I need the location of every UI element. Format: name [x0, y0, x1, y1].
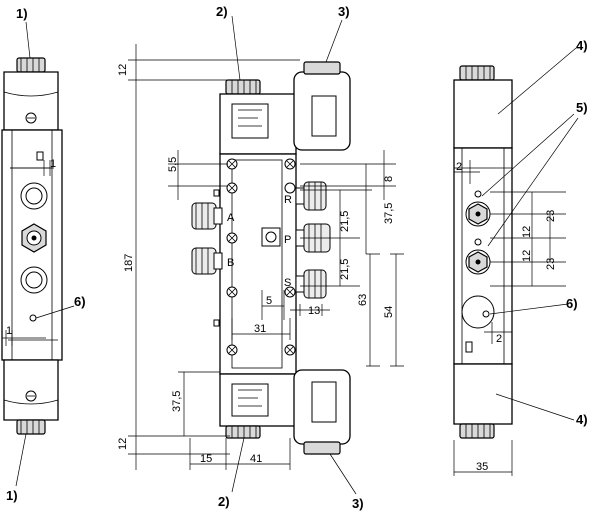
dim-center-21-5-b: 21,5	[339, 259, 351, 280]
dim-right-35: 35	[476, 461, 488, 473]
callout-center-top-2: 2)	[216, 4, 228, 19]
dim-center-12-bottom: 12	[117, 438, 129, 450]
port-label-p: P	[284, 234, 291, 246]
dim-center-41: 41	[250, 453, 262, 465]
callout-right-4-bottom: 4)	[576, 412, 588, 427]
dim-center-15: 15	[200, 453, 212, 465]
port-label-a: A	[227, 212, 235, 224]
callout-left-bottom: 1)	[6, 488, 18, 503]
callout-center-bottom-3: 3)	[352, 496, 364, 511]
right-side-view	[453, 47, 579, 476]
dim-center-37-5-left: 37,5	[171, 391, 183, 412]
port-label-s: S	[284, 277, 291, 289]
dim-center-187: 187	[123, 254, 135, 272]
dim-left-1-bottom: 1	[6, 325, 12, 337]
dim-center-63: 63	[357, 294, 369, 306]
dim-right-2-top: 2	[456, 161, 462, 173]
dim-right-23-b: 23	[545, 258, 557, 270]
port-label-b: B	[227, 257, 234, 269]
dim-center-13: 13	[308, 305, 320, 317]
callout-right-5: 5)	[576, 100, 588, 115]
center-front-view	[128, 15, 404, 495]
dim-center-21-5-a: 21,5	[339, 211, 351, 232]
dim-center-8: 8	[383, 176, 395, 182]
dim-left-1-top: 1	[50, 158, 56, 170]
callout-left-top: 1)	[16, 6, 28, 21]
callout-center-bottom-2: 2)	[218, 494, 230, 509]
callout-left-6: 6)	[74, 294, 86, 309]
callout-right-6: 6)	[566, 296, 578, 311]
dim-center-54: 54	[383, 306, 395, 318]
dim-right-12-a: 12	[521, 226, 533, 238]
port-label-r: R	[284, 194, 292, 206]
callout-center-top-3: 3)	[338, 4, 350, 19]
dim-center-5-5: 5,5	[167, 157, 179, 172]
callout-right-4-top: 4)	[576, 38, 588, 53]
dim-center-5: 5	[266, 295, 272, 307]
dim-right-12-b: 12	[521, 250, 533, 262]
dim-center-31: 31	[254, 323, 266, 335]
dim-right-23-a: 23	[545, 210, 557, 222]
dim-right-2-bottom: 2	[496, 333, 502, 345]
left-side-view	[1, 21, 75, 487]
dim-center-12-top: 12	[117, 64, 129, 76]
dim-center-37-5-right: 37,5	[383, 203, 395, 224]
